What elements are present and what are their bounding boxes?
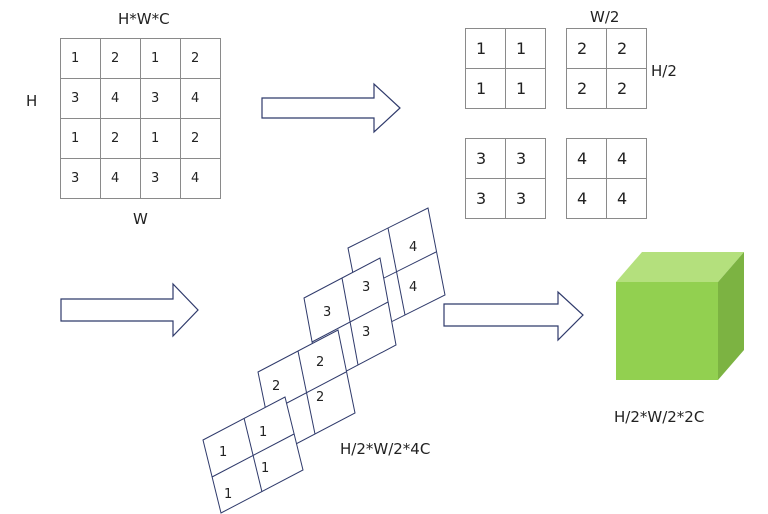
subgrid-4: 4 4 4 4 bbox=[566, 138, 647, 219]
subgrid-cell: 4 bbox=[607, 179, 647, 219]
input-cell: 1 bbox=[141, 39, 181, 79]
tile-3-label: 3 bbox=[323, 305, 331, 320]
input-cell: 2 bbox=[101, 119, 141, 159]
input-top-label: H*W*C bbox=[118, 10, 170, 28]
subgrid-cell: 3 bbox=[506, 179, 546, 219]
arrow-3 bbox=[443, 290, 584, 342]
subgrid-2: 2 2 2 2 bbox=[566, 28, 647, 109]
subgrid-1: 1 1 1 1 bbox=[465, 28, 546, 109]
input-cell: 3 bbox=[141, 79, 181, 119]
subgrid-cell: 2 bbox=[567, 69, 607, 109]
split-top-label: W/2 bbox=[590, 8, 620, 26]
tile-2-label: 2 bbox=[272, 379, 280, 394]
input-cell: 4 bbox=[181, 79, 221, 119]
tile-2-label: 2 bbox=[316, 390, 324, 405]
input-grid: 1 2 1 2 3 4 3 4 1 2 1 2 3 4 3 4 bbox=[60, 38, 221, 199]
tile-1-label: 1 bbox=[219, 445, 227, 460]
input-left-label: H bbox=[26, 92, 38, 110]
input-cell: 3 bbox=[61, 79, 101, 119]
cube-label: H/2*W/2*2C bbox=[614, 408, 705, 426]
subgrid-cell: 3 bbox=[466, 179, 506, 219]
subgrid-cell: 1 bbox=[506, 69, 546, 109]
subgrid-cell: 1 bbox=[506, 29, 546, 69]
input-cell: 1 bbox=[61, 119, 101, 159]
input-cell: 4 bbox=[181, 159, 221, 199]
subgrid-cell: 4 bbox=[567, 139, 607, 179]
arrow-1 bbox=[261, 82, 401, 134]
tile-3-label: 3 bbox=[362, 280, 370, 295]
tile-1-label: 1 bbox=[224, 487, 232, 502]
subgrid-cell: 3 bbox=[506, 139, 546, 179]
input-cell: 3 bbox=[61, 159, 101, 199]
subgrid-cell: 2 bbox=[607, 29, 647, 69]
stack-label: H/2*W/2*4C bbox=[340, 440, 431, 458]
arrow-2 bbox=[60, 282, 199, 338]
input-bottom-label: W bbox=[133, 210, 148, 228]
input-cell: 4 bbox=[101, 79, 141, 119]
tile-3-label: 3 bbox=[362, 325, 370, 340]
tile-1-label: 1 bbox=[259, 425, 267, 440]
tile-4-label: 4 bbox=[409, 240, 417, 255]
tile-1 bbox=[202, 396, 304, 514]
subgrid-cell: 4 bbox=[567, 179, 607, 219]
subgrid-cell: 2 bbox=[567, 29, 607, 69]
subgrid-cell: 1 bbox=[466, 69, 506, 109]
split-right-label: H/2 bbox=[651, 62, 677, 80]
subgrid-cell: 1 bbox=[466, 29, 506, 69]
input-cell: 1 bbox=[61, 39, 101, 79]
input-cell: 2 bbox=[181, 39, 221, 79]
input-cell: 4 bbox=[101, 159, 141, 199]
cube-front-face bbox=[616, 282, 718, 380]
tile-1-label: 1 bbox=[261, 461, 269, 476]
subgrid-cell: 4 bbox=[607, 139, 647, 179]
tile-2-label: 2 bbox=[316, 355, 324, 370]
subgrid-3: 3 3 3 3 bbox=[465, 138, 546, 219]
input-cell: 2 bbox=[101, 39, 141, 79]
cube-top-face bbox=[616, 252, 744, 282]
subgrid-cell: 2 bbox=[607, 69, 647, 109]
tile-4-label: 4 bbox=[409, 280, 417, 295]
input-cell: 3 bbox=[141, 159, 181, 199]
cube-side-face bbox=[718, 252, 744, 380]
input-cell: 2 bbox=[181, 119, 221, 159]
input-cell: 1 bbox=[141, 119, 181, 159]
subgrid-cell: 3 bbox=[466, 139, 506, 179]
